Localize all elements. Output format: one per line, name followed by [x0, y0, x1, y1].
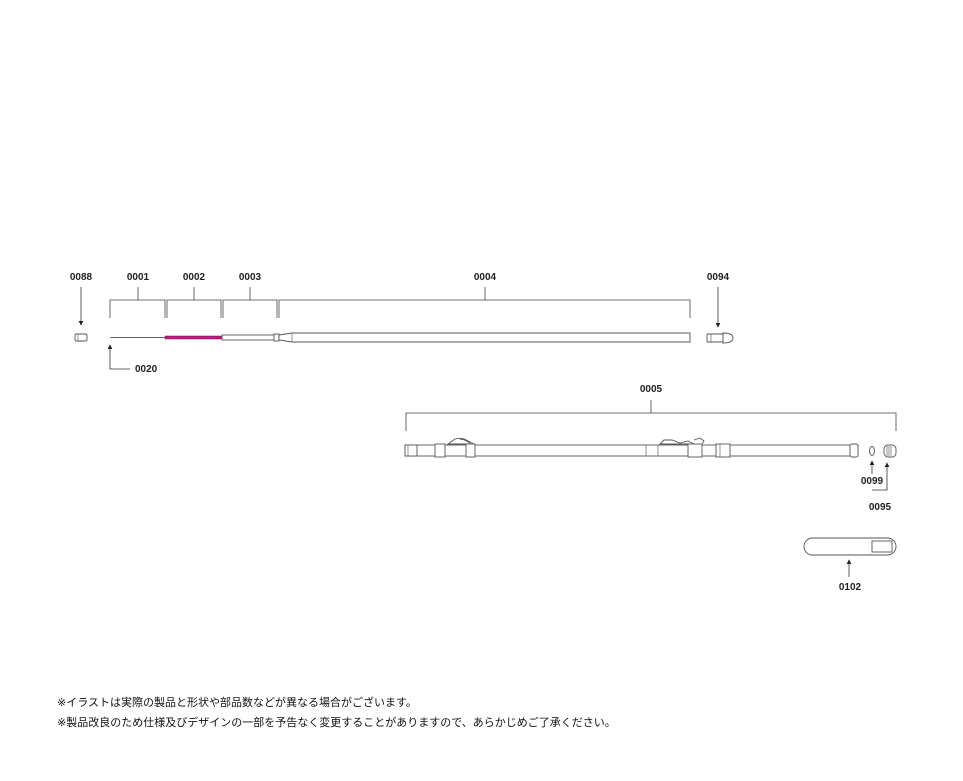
- bracket-0005: [405, 400, 897, 431]
- part-0102-rod-belt[interactable]: [803, 537, 897, 556]
- label-0001[interactable]: 0001: [127, 272, 150, 283]
- disclaimer-line-1: ※イラストは実際の製品と形状や部品数などが異なる場合がございます。: [57, 696, 417, 709]
- part-0005-grip-assembly[interactable]: [404, 437, 859, 458]
- part-0094-butt-cap[interactable]: [706, 332, 734, 344]
- label-0020[interactable]: 0020: [135, 364, 158, 375]
- label-0005[interactable]: 0005: [640, 384, 663, 395]
- label-0095[interactable]: 0095: [869, 502, 892, 513]
- label-0088[interactable]: 0088: [70, 272, 93, 283]
- label-0099[interactable]: 0099: [861, 476, 884, 487]
- part-0095-cap[interactable]: [883, 444, 897, 458]
- label-0002[interactable]: 0002: [183, 272, 206, 283]
- bracket-0001: [109, 287, 166, 318]
- part-0099-oring[interactable]: [869, 446, 875, 456]
- bracket-0003: [222, 287, 278, 318]
- part-0004-butt-section[interactable]: [278, 332, 691, 343]
- label-0003[interactable]: 0003: [239, 272, 262, 283]
- disclaimer-line-2: ※製品改良のため仕様及びデザインの一部を予告なく変更することがありますので、あら…: [57, 716, 616, 729]
- leader-0020: [107, 344, 130, 370]
- disclaimer-notes: ※イラストは実際の製品と形状や部品数などが異なる場合がございます。 ※製品改良の…: [57, 693, 616, 733]
- bracket-0002: [166, 287, 222, 318]
- label-0094[interactable]: 0094: [707, 272, 730, 283]
- part-0003-section[interactable]: [221, 333, 280, 342]
- label-0102[interactable]: 0102: [839, 582, 862, 593]
- bracket-0004: [278, 287, 691, 318]
- leader-0095: [872, 462, 890, 491]
- part-0002-section[interactable]: [164, 335, 223, 340]
- part-0088-tip-cap[interactable]: [74, 333, 88, 342]
- label-0004[interactable]: 0004: [474, 272, 497, 283]
